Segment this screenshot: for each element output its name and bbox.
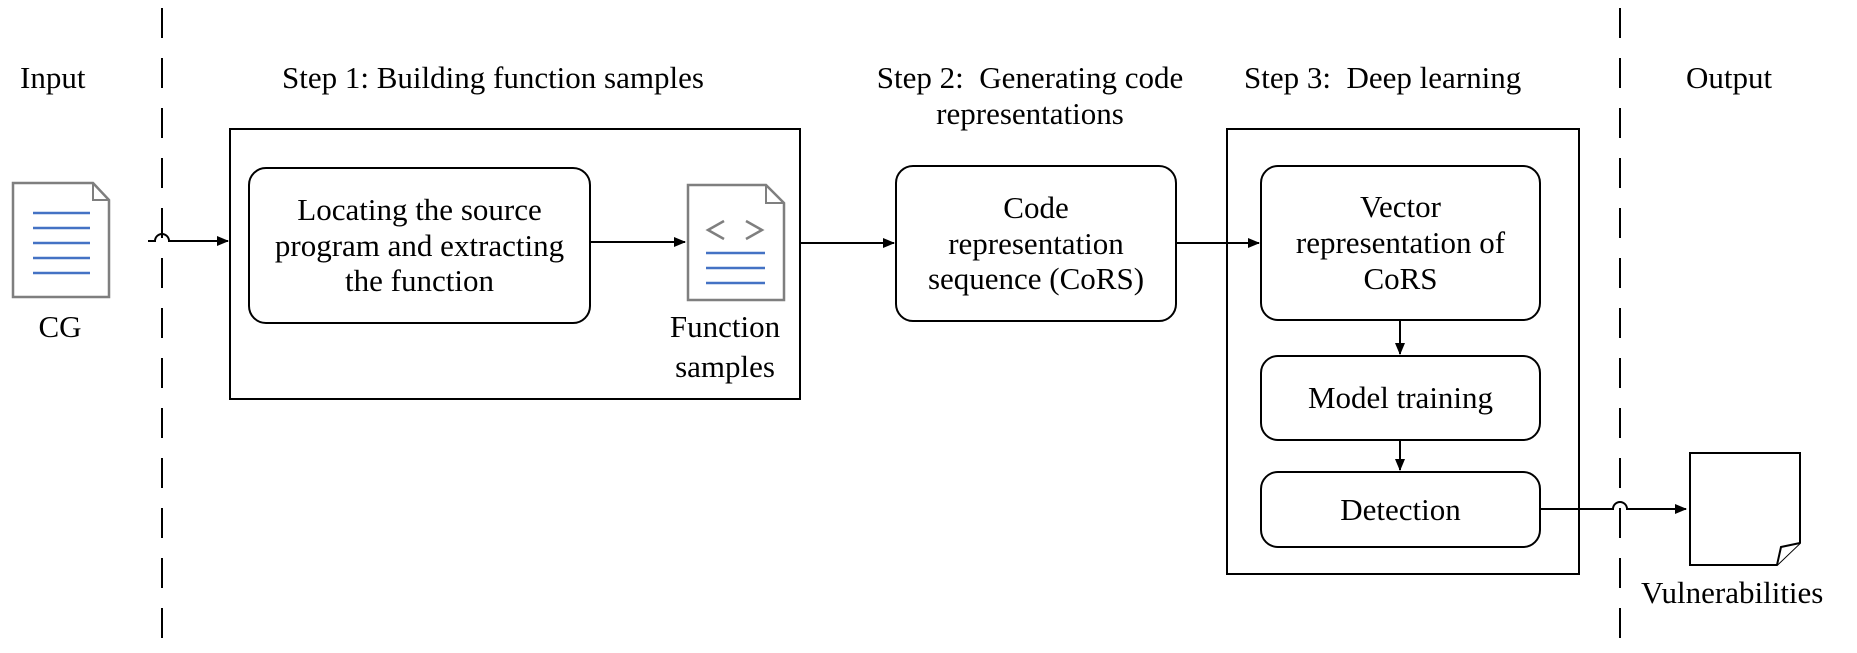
function-samples-label: Function samples bbox=[655, 309, 795, 384]
locating-line-1: Locating the source bbox=[297, 191, 542, 227]
model-training-box: Model training bbox=[1260, 355, 1541, 441]
step3-panel bbox=[1226, 128, 1580, 575]
samples-label-line-2: samples bbox=[675, 348, 775, 384]
folded-page-icon bbox=[1689, 452, 1801, 566]
header-output: Output bbox=[1686, 60, 1773, 95]
locating-box: Locating the source program and extracti… bbox=[248, 167, 591, 324]
vector-line-2: representation of bbox=[1295, 225, 1506, 261]
header-step2-line2: representations bbox=[936, 95, 1124, 131]
vector-line-3: CoRS bbox=[1363, 260, 1438, 296]
samples-label-line-1: Function bbox=[669, 309, 781, 344]
cors-line-3: sequence (CoRS) bbox=[927, 261, 1145, 297]
header-step3: Step 3: Deep learning bbox=[1244, 60, 1522, 95]
document-icon bbox=[11, 181, 111, 299]
cors-line-1: Code bbox=[1003, 189, 1069, 225]
code-file-icon bbox=[686, 183, 786, 302]
header-step2-line1: Step 2: Generating code bbox=[876, 60, 1184, 95]
input-label: CG bbox=[38, 309, 82, 344]
arrow-input-to-step1 bbox=[148, 233, 229, 246]
step1-panel bbox=[229, 128, 801, 400]
header-step1: Step 1: Building function samples bbox=[282, 60, 704, 95]
cors-box: Code representation sequence (CoRS) bbox=[895, 165, 1177, 322]
vector-box: Vector representation of CoRS bbox=[1260, 165, 1541, 321]
locating-line-3: the function bbox=[345, 263, 494, 299]
arrow-detection-to-output bbox=[1540, 501, 1687, 514]
header-step2: Step 2: Generating code representations bbox=[845, 60, 1215, 131]
locating-line-2: program and extracting bbox=[274, 227, 565, 263]
detection-box: Detection bbox=[1260, 471, 1541, 548]
cors-line-2: representation bbox=[948, 225, 1124, 261]
output-label: Vulnerabilities bbox=[1641, 575, 1824, 610]
header-input: Input bbox=[20, 60, 86, 95]
vector-line-1: Vector bbox=[1360, 189, 1441, 225]
